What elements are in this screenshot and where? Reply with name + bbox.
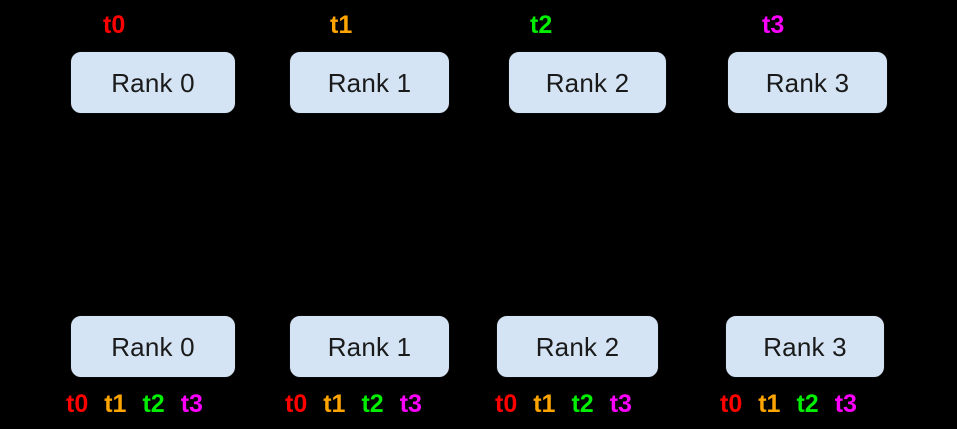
tick-label-t2: t2 — [361, 390, 384, 418]
bottom-rank-box-3[interactable]: Rank 3 — [725, 315, 885, 378]
top-rank-box-2[interactable]: Rank 2 — [508, 51, 667, 114]
bottom-tick-group-rank-2: t0 t1 t2 t3 — [495, 392, 632, 417]
tick-label-t1: t1 — [533, 390, 556, 418]
tick-label-t1: t1 — [758, 390, 781, 418]
tick-label-t3: t3 — [399, 390, 422, 418]
tick-label-t0: t0 — [285, 390, 308, 418]
bottom-tick-group-rank-0: t0 t1 t2 t3 — [66, 392, 203, 417]
tick-label-t0: t0 — [720, 390, 743, 418]
top-tick-label-rank-3: t3 — [762, 11, 785, 39]
bottom-rank-box-2[interactable]: Rank 2 — [496, 315, 659, 378]
top-tick-label-rank-1: t1 — [330, 11, 353, 39]
tick-label-t0: t0 — [495, 390, 518, 418]
top-rank-box-3[interactable]: Rank 3 — [727, 51, 888, 114]
top-rank-box-0[interactable]: Rank 0 — [70, 51, 236, 114]
rank-box-label: Rank 0 — [111, 331, 195, 362]
rank-box-label: Rank 3 — [765, 67, 850, 98]
tick-label-t2: t2 — [796, 390, 819, 418]
tick-label-t3: t3 — [609, 390, 632, 418]
top-tick-label-rank-0: t0 — [103, 11, 126, 39]
top-tick-label-rank-2: t2 — [530, 11, 553, 39]
bottom-rank-box-0[interactable]: Rank 0 — [70, 315, 236, 378]
tick-label-t3: t3 — [834, 390, 857, 418]
tick-label-t0: t0 — [66, 390, 89, 418]
tick-label-t3: t3 — [180, 390, 203, 418]
rank-box-label: Rank 0 — [111, 67, 195, 98]
bottom-rank-box-1[interactable]: Rank 1 — [289, 315, 450, 378]
bottom-tick-group-rank-3: t0 t1 t2 t3 — [720, 392, 857, 417]
tick-label-t2: t2 — [571, 390, 594, 418]
tick-label-t1: t1 — [323, 390, 346, 418]
top-rank-box-1[interactable]: Rank 1 — [289, 51, 450, 114]
tick-label-t2: t2 — [142, 390, 165, 418]
rank-box-label: Rank 3 — [763, 331, 847, 362]
tick-label-t1: t1 — [104, 390, 127, 418]
bottom-tick-group-rank-1: t0 t1 t2 t3 — [285, 392, 422, 417]
rank-box-label: Rank 1 — [327, 67, 412, 98]
rank-box-label: Rank 2 — [545, 67, 630, 98]
rank-box-label: Rank 2 — [535, 331, 620, 362]
rank-box-label: Rank 1 — [327, 331, 412, 362]
